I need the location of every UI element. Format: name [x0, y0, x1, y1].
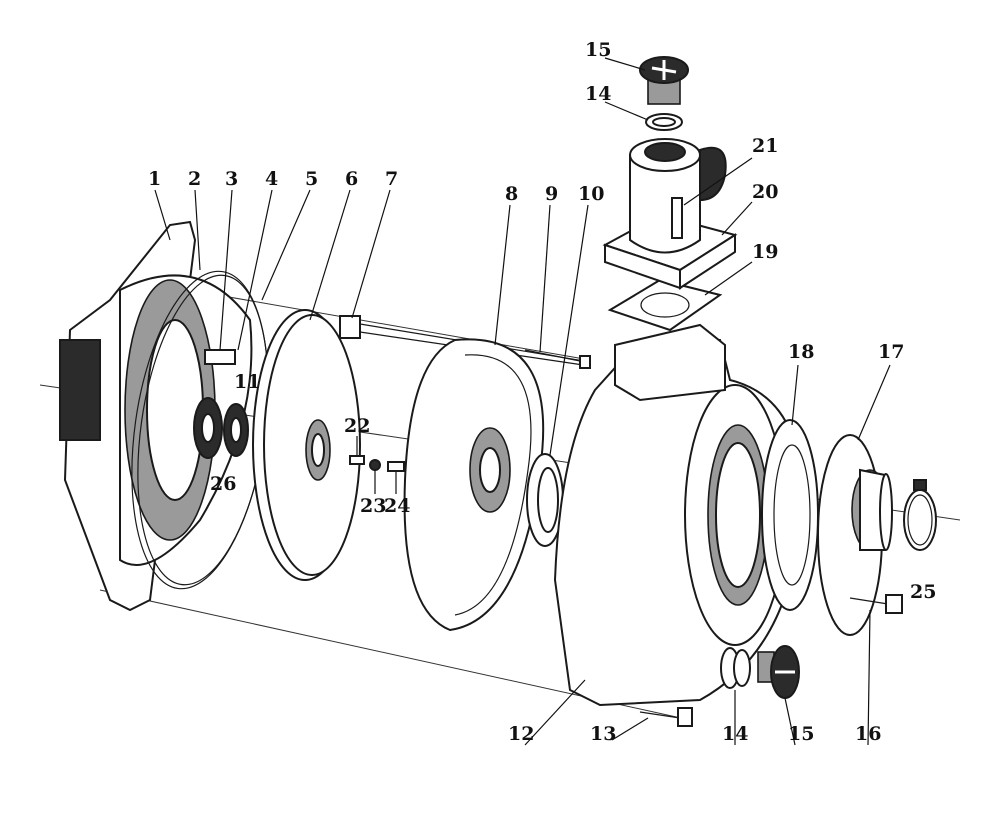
- label-21: 21: [752, 135, 778, 157]
- label-5: 5: [305, 168, 318, 190]
- label-15-bottom: 15: [788, 723, 814, 745]
- part-long-bolt: [524, 349, 591, 369]
- part-small-fasteners: [349, 455, 405, 472]
- callout-10: 10: [549, 183, 604, 456]
- callout-23: 23: [360, 470, 386, 517]
- label-10: 10: [578, 183, 604, 205]
- callout-15-bottom: 15: [784, 697, 814, 746]
- callout-14-top: 14: [585, 83, 649, 121]
- callout-22: 22: [344, 415, 370, 455]
- label-14-top: 14: [585, 83, 611, 105]
- callout-16: 16: [855, 609, 881, 746]
- label-13: 13: [590, 723, 616, 745]
- part-top-plug: [639, 56, 689, 131]
- callout-14-bottom: 14: [722, 690, 748, 745]
- label-9: 9: [545, 183, 558, 205]
- label-19: 19: [752, 241, 778, 263]
- callout-20: 20: [721, 181, 778, 236]
- callout-12: 12: [508, 679, 586, 746]
- callout-3: 3: [219, 168, 238, 351]
- label-2: 2: [188, 168, 201, 190]
- callout-9: 9: [539, 183, 558, 353]
- callout-2: 2: [188, 168, 201, 271]
- callout-5: 5: [261, 168, 318, 301]
- callout-25: 25: [910, 581, 936, 603]
- callout-7: 7: [351, 168, 398, 319]
- callout-19: 19: [704, 241, 778, 296]
- part-drain-plug: [720, 645, 800, 699]
- callout-21: 21: [683, 135, 778, 206]
- label-3: 3: [225, 168, 238, 190]
- label-20: 20: [752, 181, 778, 203]
- callout-4: 4: [237, 168, 278, 351]
- label-12: 12: [508, 723, 534, 745]
- part-outlet-gasket: [761, 419, 819, 611]
- label-8: 8: [505, 183, 518, 205]
- callout-24: 24: [384, 472, 410, 517]
- label-17: 17: [878, 341, 904, 363]
- label-1: 1: [148, 168, 161, 190]
- label-18: 18: [788, 341, 814, 363]
- callout-17: 17: [857, 341, 904, 441]
- label-15-top: 15: [585, 39, 611, 61]
- callout-8: 8: [494, 183, 518, 346]
- part-flange-bolt: [849, 594, 903, 614]
- part-outlet-flange: [817, 434, 893, 636]
- callout-1: 1: [148, 168, 171, 241]
- label-24: 24: [384, 495, 410, 517]
- part-pump-housing: [553, 323, 803, 707]
- part-hose-clamp: [903, 479, 937, 551]
- part-seal-ring: [526, 453, 564, 547]
- part-bracket-frame: [59, 220, 253, 612]
- label-25: 25: [910, 581, 936, 603]
- part-inlet-body: [629, 138, 727, 254]
- callout-26: 26: [210, 473, 236, 495]
- label-22: 22: [344, 415, 370, 437]
- part-housing-bolt: [639, 707, 693, 727]
- label-11: 11: [234, 371, 260, 393]
- callout-18: 18: [788, 341, 814, 426]
- callout-11: 11: [234, 371, 260, 393]
- label-6: 6: [345, 168, 358, 190]
- part-impeller-disc: [252, 309, 361, 581]
- label-7: 7: [385, 168, 398, 190]
- label-26: 26: [210, 473, 236, 495]
- callout-15-top: 15: [585, 39, 646, 71]
- part-mechanical-seal: [193, 349, 249, 459]
- label-4: 4: [265, 168, 278, 190]
- part-wear-plate: [403, 338, 545, 632]
- label-23: 23: [360, 495, 386, 517]
- part-gasket: [607, 278, 723, 332]
- callout-13: 13: [590, 717, 649, 745]
- callout-6: 6: [309, 168, 358, 321]
